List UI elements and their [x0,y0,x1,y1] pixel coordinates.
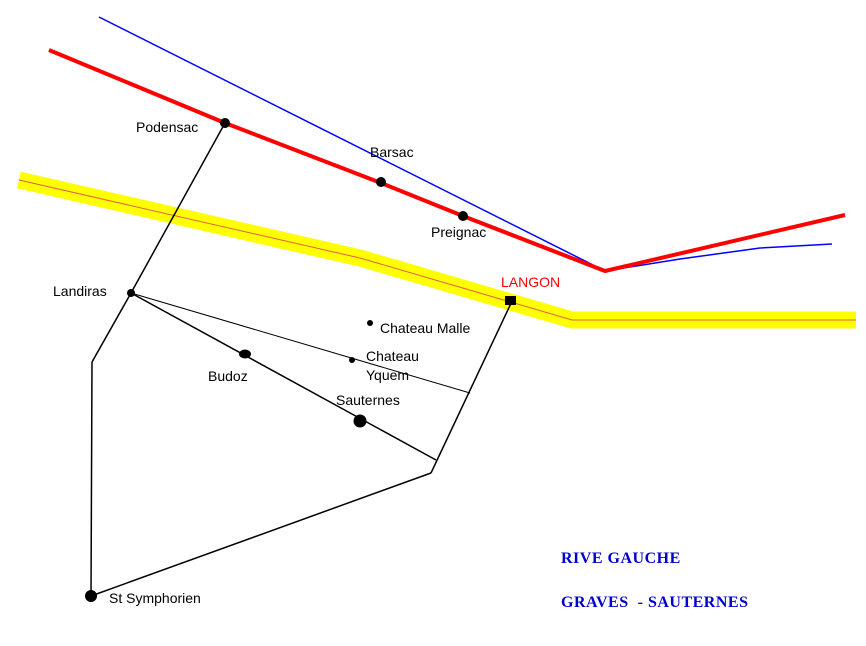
motorway-band [17,171,856,329]
motorway [17,171,856,329]
label-langon: LANGON [501,274,560,290]
town-icon-budoz [239,349,251,359]
road-west-st-symphorien [90,361,93,597]
map-titles: RIVE GAUCHE GRAVES - SAUTERNES [561,550,748,611]
langon-square-icon [505,296,516,305]
road-east-langon [430,298,514,474]
road-landiras-yquem [130,292,471,394]
town-icon-preignac [458,211,468,221]
road-landiras-sauternes [130,292,437,461]
river-garonne [98,16,833,272]
title-rive-gauche: RIVE GAUCHE [561,550,681,567]
label-sauternes: Sauternes [336,392,400,408]
label-budoz: Budoz [208,368,248,384]
label-podensac: Podensac [136,119,198,135]
road-landiras-west [91,292,132,363]
label-st-symphorien: St Symphorien [109,590,201,606]
label-preignac: Preignac [431,224,486,240]
title-graves-sauternes: GRAVES - SAUTERNES [561,594,748,611]
chateau-dot-icon-malle [367,320,373,326]
motorway-centerline [18,179,856,321]
town-icon-sauternes [353,414,367,428]
town-icon-podensac [220,118,230,128]
place-markers [85,118,516,602]
road-network [90,122,514,597]
chateau-dot-icon-yquem [349,357,355,363]
town-icon-st-symphorien [85,590,97,602]
label-landiras: Landiras [53,283,107,299]
label-barsac: Barsac [370,144,414,160]
label-chateau-yquem-line1: Chateau [366,348,419,364]
road-podensac-landiras [130,122,226,294]
place-labels: Podensac Barsac Preignac LANGON Landiras… [53,119,560,606]
road-st-symphorien-east [90,472,432,597]
town-icon-barsac [376,177,386,187]
label-chateau-yquem-line2: Yquem [366,367,409,383]
label-chateau-malle: Chateau Malle [380,320,470,336]
town-icon-landiras [127,289,135,297]
railway [48,48,846,273]
